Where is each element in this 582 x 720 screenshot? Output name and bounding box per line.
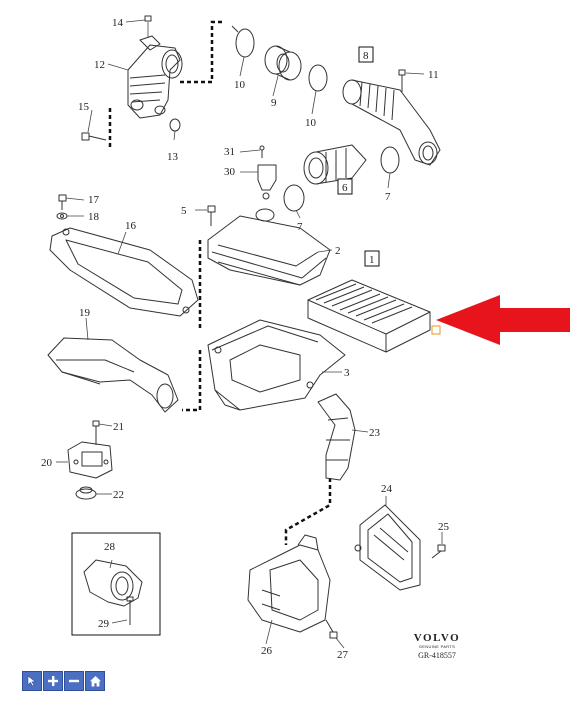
highlight-arrow [436, 295, 570, 345]
label-part-27: 27 [337, 649, 349, 661]
zoom-in-button[interactable] [43, 671, 63, 691]
label-part-29: 29 [98, 618, 110, 630]
part-23-hose[interactable] [317, 393, 356, 481]
zoom-out-button[interactable] [64, 671, 84, 691]
select-tool-button[interactable] [22, 671, 42, 691]
label-part-17: 17 [88, 194, 100, 206]
part-24-air-box[interactable] [247, 534, 331, 633]
part-7-clamp-left[interactable] [283, 184, 305, 212]
part-7-clamp-right[interactable] [380, 146, 400, 174]
label-part-16: 16 [125, 220, 137, 232]
part-18-washer[interactable] [56, 212, 68, 220]
part-21-screw[interactable] [92, 420, 100, 445]
minus-icon [69, 679, 79, 683]
label-part-7b: 7 [297, 221, 303, 233]
part-30-sensor[interactable] [257, 164, 277, 200]
part-10-clamp-lower[interactable] [308, 64, 328, 92]
label-part-10a: 10 [234, 79, 246, 91]
boxed-label-6: 6 [337, 178, 353, 195]
svg-text:1: 1 [369, 254, 375, 266]
diagram-code: GR-418557 [418, 651, 456, 660]
brand-logo: VOLVO [413, 632, 461, 644]
label-part-31: 31 [224, 146, 235, 158]
part-16-cover[interactable] [49, 227, 199, 317]
link-line [180, 20, 222, 84]
leader-lines [56, 19, 443, 649]
part-1-air-filter[interactable] [307, 279, 431, 353]
part-19-air-duct[interactable] [47, 337, 179, 413]
label-part-30: 30 [224, 166, 236, 178]
label-part-3: 3 [344, 367, 350, 379]
part-26-bolt[interactable] [431, 544, 446, 559]
label-part-11: 11 [428, 69, 439, 81]
label-part-5: 5 [181, 205, 187, 217]
label-part-15: 15 [78, 101, 90, 113]
boxed-label-8: 8 [358, 46, 374, 63]
label-part-18: 18 [88, 211, 100, 223]
part-2-housing-cover[interactable] [207, 208, 331, 286]
label-part-9: 9 [271, 97, 277, 109]
label-part-23: 23 [369, 427, 381, 439]
label-part-12: 12 [94, 59, 105, 71]
part-3-housing-lower[interactable] [207, 319, 346, 411]
marker-square [431, 325, 441, 335]
label-part-24: 26 [261, 645, 273, 657]
label-part-2: 2 [335, 245, 341, 257]
inset-box [71, 532, 161, 636]
part-22-grommet[interactable] [75, 486, 97, 500]
volvo-brand-block: VOLVO GENUINE PARTS GR-418557 [406, 632, 468, 662]
label-part-26: 25 [438, 521, 450, 533]
part-11-bolt[interactable] [398, 69, 406, 92]
part-20-bracket[interactable] [67, 441, 113, 479]
part-28-throttle-body[interactable] [83, 559, 143, 607]
label-part-28: 28 [104, 541, 116, 553]
label-part-25: 24 [381, 483, 393, 495]
link-line [284, 478, 332, 545]
home-icon [89, 675, 101, 686]
part-25-bracket[interactable] [354, 504, 421, 591]
brand-subtitle: GENUINE PARTS [418, 644, 456, 649]
part-29-screw[interactable] [126, 596, 134, 625]
part-13-o-ring[interactable] [169, 118, 181, 132]
part-9-coupling[interactable] [264, 45, 302, 81]
part-labels: 14 12 15 13 10 9 10 11 31 30 7 7 2 5 3 1… [41, 17, 450, 661]
part-27-bolt[interactable] [325, 619, 338, 639]
label-part-19: 19 [79, 307, 91, 319]
part-10-clamp-upper[interactable] [235, 28, 255, 58]
part-15-bolt[interactable] [81, 132, 107, 141]
link-line [182, 350, 202, 412]
part-8-intake-hose[interactable] [342, 79, 441, 166]
cursor-icon [27, 675, 37, 687]
part-5-screw[interactable] [207, 205, 216, 226]
home-button[interactable] [85, 671, 105, 691]
svg-text:8: 8 [363, 50, 369, 62]
part-14-screw[interactable] [144, 15, 152, 38]
label-part-21: 21 [113, 421, 124, 433]
label-part-7a: 7 [385, 191, 391, 203]
svg-text:6: 6 [342, 182, 348, 194]
part-6-hose[interactable] [303, 144, 367, 185]
boxed-label-1: 1 [364, 250, 380, 267]
label-part-14: 14 [112, 17, 124, 29]
part-12-intake-resonator[interactable] [127, 35, 183, 119]
part-31-screw[interactable] [259, 145, 265, 158]
plus-icon [48, 676, 58, 686]
part-17-bolt[interactable] [58, 194, 67, 210]
zoom-toolbar [22, 671, 105, 691]
label-part-20: 20 [41, 457, 53, 469]
label-part-13: 13 [167, 151, 179, 163]
label-part-22: 22 [113, 489, 124, 501]
label-part-10b: 10 [305, 117, 317, 129]
